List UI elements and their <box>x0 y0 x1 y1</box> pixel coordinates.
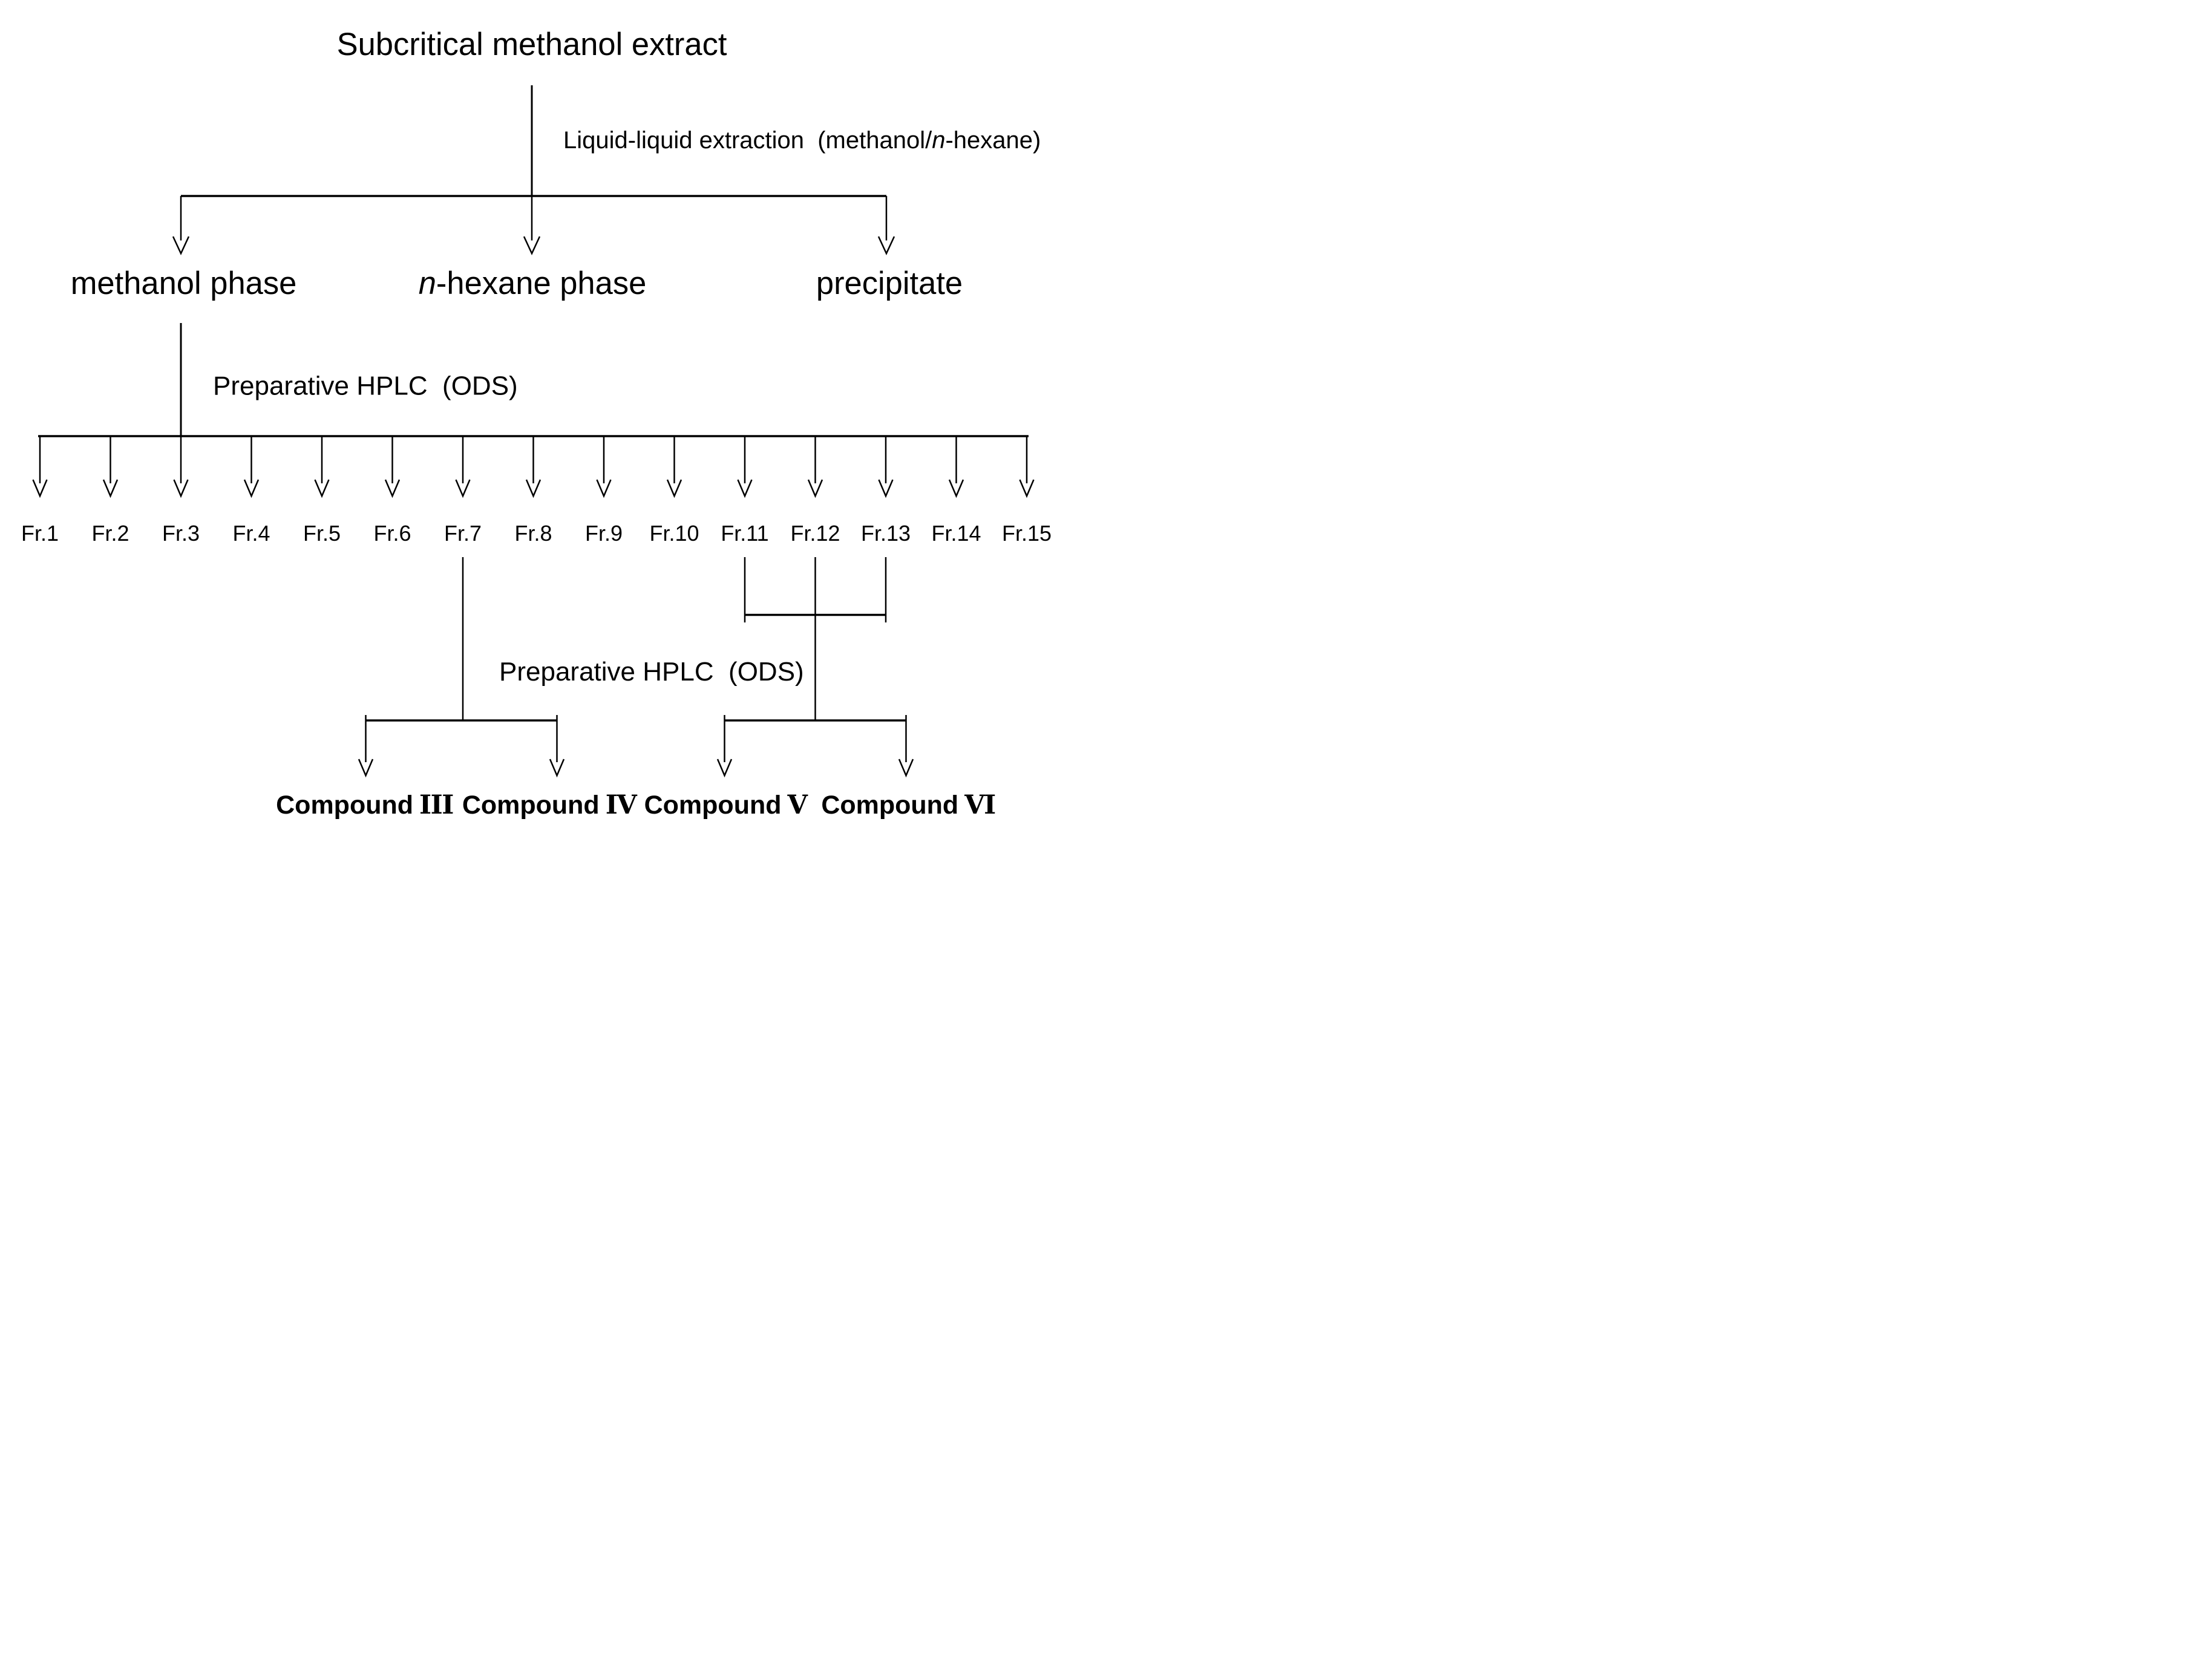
fraction-label-1: Fr.1 <box>21 521 59 546</box>
preparative-hplc-label-2: Preparative HPLC (ODS) <box>499 657 804 687</box>
fraction-label-15: Fr.15 <box>1002 521 1052 546</box>
fraction-arrow-10 <box>666 436 682 498</box>
fraction-label-6: Fr.6 <box>373 521 411 546</box>
fractionation-flowchart: Subcritical methanol extract Liquid-liqu… <box>21 27 1052 820</box>
fraction-arrow-12 <box>807 436 823 498</box>
fraction-arrow-11 <box>737 436 753 498</box>
fraction-label-3: Fr.3 <box>162 521 200 546</box>
fraction-arrow-5 <box>314 436 330 498</box>
fraction-arrow-7 <box>455 436 471 498</box>
arrow-compound-4 <box>549 715 565 778</box>
fraction-label-13: Fr.13 <box>861 521 911 546</box>
fraction-label-7: Fr.7 <box>444 521 482 546</box>
arrow-compound-6 <box>898 715 914 778</box>
figure-page: Subcritical methanol extract Liquid-liqu… <box>0 0 1106 839</box>
fraction-label-14: Fr.14 <box>931 521 981 546</box>
fraction-label-10: Fr.10 <box>649 521 699 546</box>
fraction-arrow-9 <box>596 436 612 498</box>
fraction-label-9: Fr.9 <box>585 521 623 546</box>
fraction-label-12: Fr.12 <box>790 521 840 546</box>
fraction-arrow-14 <box>948 436 964 498</box>
fraction-arrow-4 <box>243 436 260 498</box>
arrow-to-methanol-phase <box>172 196 190 255</box>
methanol-phase-label: methanol phase <box>71 266 297 301</box>
figure-title: Subcritical methanol extract <box>337 27 727 62</box>
arrow-compound-3 <box>358 715 374 778</box>
fraction-arrow-1 <box>32 436 48 498</box>
fraction-arrow-3 <box>173 436 189 498</box>
arrow-to-hexane-phase <box>523 196 541 255</box>
hexane-phase-label: n-hexane phase <box>419 266 647 301</box>
fraction-label-8: Fr.8 <box>514 521 552 546</box>
fraction-arrow-13 <box>878 436 894 498</box>
arrow-to-precipitate <box>877 196 895 255</box>
fraction-label-11: Fr.11 <box>721 521 768 546</box>
precipitate-label: precipitate <box>816 266 963 301</box>
fraction-label-5: Fr.5 <box>303 521 341 546</box>
preparative-hplc-label-1: Preparative HPLC (ODS) <box>213 371 518 401</box>
fraction-label-2: Fr.2 <box>91 521 129 546</box>
fraction-arrow-8 <box>525 436 542 498</box>
fraction-label-4: Fr.4 <box>232 521 270 546</box>
arrow-compound-5 <box>716 715 733 778</box>
fraction-arrow-2 <box>102 436 119 498</box>
fraction-arrow-15 <box>1019 436 1035 498</box>
fraction-arrow-6 <box>384 436 401 498</box>
liquid-liquid-extraction-label: Liquid-liquid extraction (methanol/n-hex… <box>563 127 1041 154</box>
